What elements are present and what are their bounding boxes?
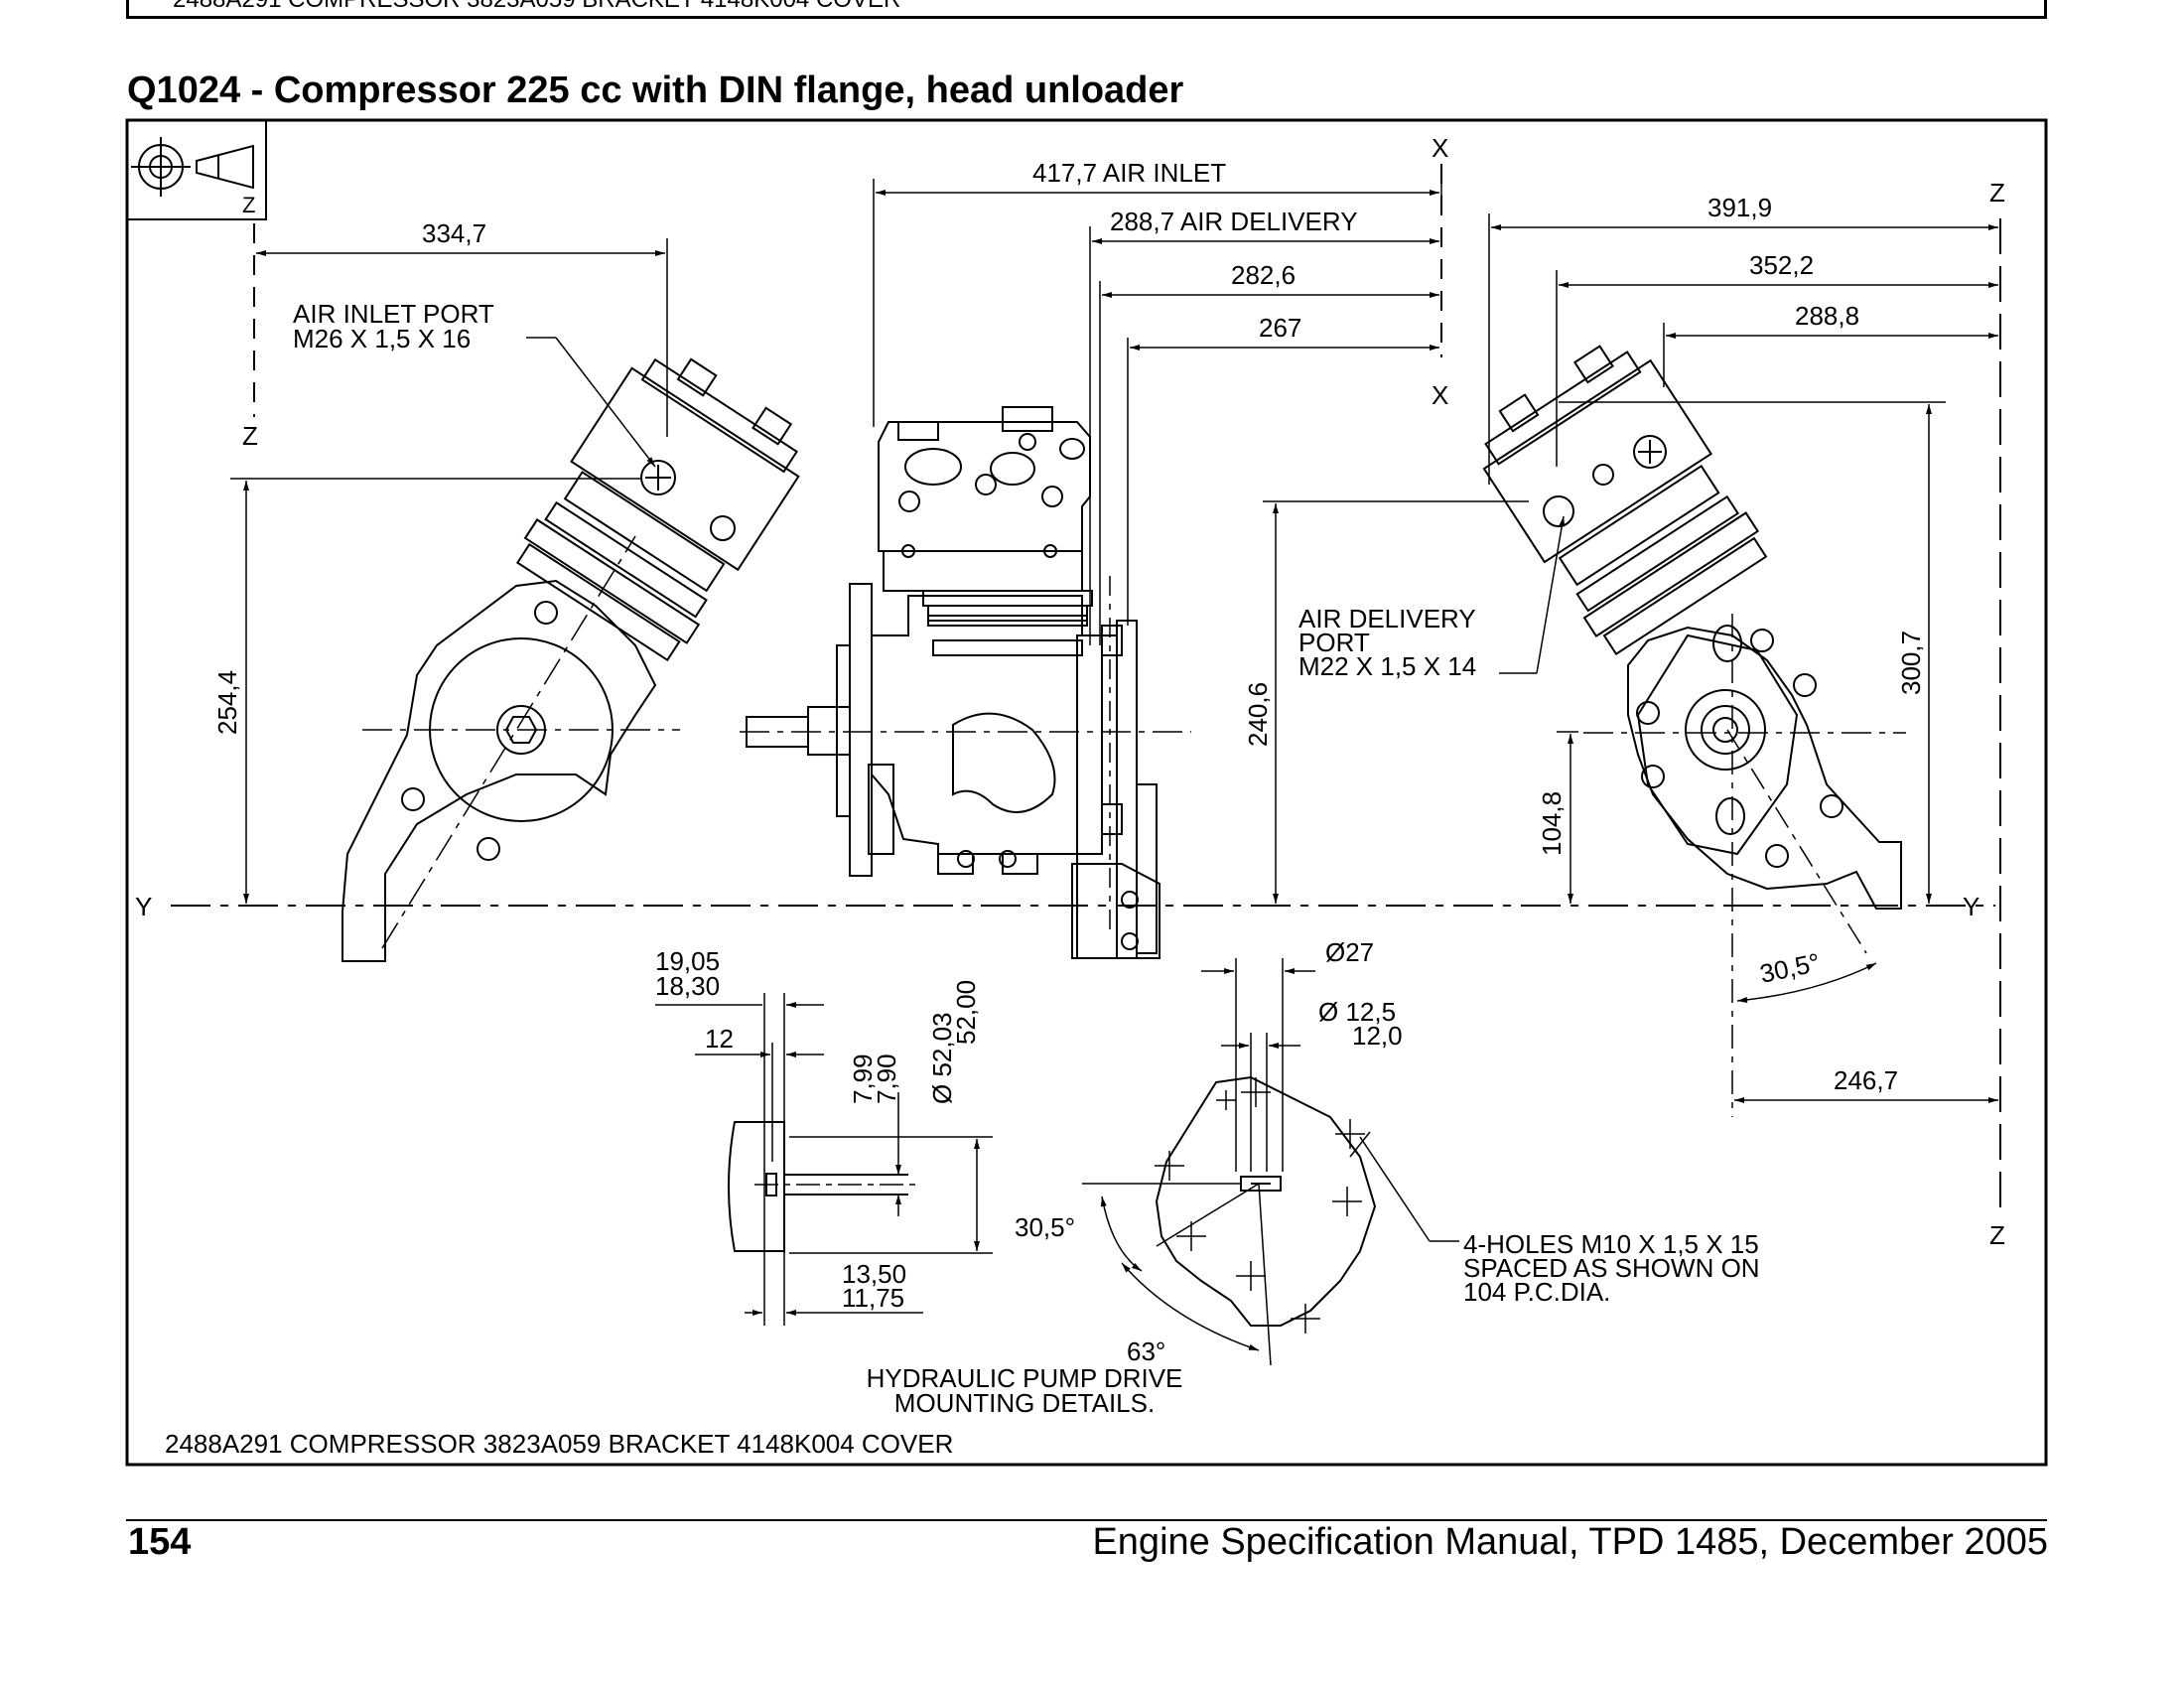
dim-104-8: 104,8	[1537, 791, 1567, 856]
footer-rule	[126, 1519, 2047, 1521]
dimension-lines-right	[1263, 213, 1998, 1103]
dim-7-99: 7,99	[848, 1054, 878, 1104]
axis-y-right: Y	[1963, 892, 1979, 921]
axis-z-left: Z	[242, 421, 258, 451]
dim-13-50: 13,50	[842, 1259, 906, 1289]
air-inlet-port-line1: AIR INLET PORT	[293, 299, 494, 329]
dim-diameter-12-5: Ø 12,5	[1318, 997, 1396, 1027]
dim-18-30: 18,30	[655, 971, 720, 1001]
previous-figure-frame: 2488A291 COMPRESSOR 3823A059 BRACKET 414…	[126, 0, 2047, 19]
dim-254-4: 254,4	[212, 670, 242, 735]
air-delivery-port-line2: PORT	[1298, 628, 1370, 657]
dim-352-2: 352,2	[1749, 250, 1814, 280]
pump-drive-shaft-view	[728, 1121, 908, 1252]
dim-angle-63: 63°	[1127, 1336, 1165, 1366]
dim-12: 12	[705, 1024, 734, 1054]
air-delivery-port-line3: M22 X 1,5 X 14	[1298, 651, 1476, 681]
dim-288-8: 288,8	[1795, 301, 1859, 331]
projection-z-label: Z	[242, 193, 255, 217]
dim-300-7: 300,7	[1896, 631, 1926, 695]
dim-angle-30-5-right: 30,5°	[1757, 947, 1823, 989]
compressor-right-view	[1482, 345, 1902, 910]
pump-drive-caption-line2: MOUNTING DETAILS.	[894, 1388, 1155, 1418]
axis-z-right-top: Z	[1989, 178, 2005, 208]
dim-288-7-air-delivery: 288,7 AIR DELIVERY	[1110, 207, 1358, 236]
dim-11-75: 11,75	[842, 1283, 904, 1313]
dimension-lines-left	[230, 238, 668, 904]
dim-240-6: 240,6	[1243, 682, 1273, 747]
dim-7-90: 7,90	[872, 1054, 901, 1104]
projection-symbol-icon	[126, 119, 267, 220]
axis-z-right-bottom: Z	[1989, 1220, 2005, 1250]
dim-282-6: 282,6	[1231, 260, 1296, 290]
axis-x-top: X	[1432, 133, 1448, 163]
axis-y-left: Y	[135, 892, 152, 921]
dimension-lines-pump-flange	[1082, 958, 1459, 1366]
holes-note-line3: 104 P.C.DIA.	[1463, 1277, 1610, 1307]
holes-note-line1: 4-HOLES M10 X 1,5 X 15	[1463, 1229, 1759, 1259]
dim-19-05: 19,05	[655, 946, 720, 976]
pump-drive-caption-line1: HYDRAULIC PUMP DRIVE	[867, 1363, 1183, 1393]
dim-267: 267	[1259, 313, 1301, 343]
axis-x-bottom: X	[1432, 380, 1448, 410]
dim-diameter-27: Ø27	[1325, 937, 1374, 967]
drawing-frame	[125, 118, 2048, 1467]
dim-52-03: Ø 52,03	[927, 1012, 957, 1104]
air-delivery-port-line1: AIR DELIVERY	[1298, 604, 1476, 633]
figure-heading: Q1024 - Compressor 225 cc with DIN flang…	[127, 70, 1184, 111]
dim-52-00: 52,00	[951, 980, 981, 1045]
compressor-front-view	[746, 406, 1160, 959]
dim-417-7-air-inlet: 417,7 AIR INLET	[1032, 158, 1226, 188]
air-inlet-port-line2: M26 X 1,5 X 16	[293, 324, 471, 353]
previous-parts-list: 2488A291 COMPRESSOR 3823A059 BRACKET 414…	[173, 0, 900, 14]
compressor-left-view	[341, 357, 800, 962]
dim-391-9: 391,9	[1707, 193, 1772, 222]
holes-note-line2: SPACED AS SHOWN ON	[1463, 1253, 1760, 1283]
dimension-lines-center	[873, 179, 1442, 645]
dimension-lines-pump-shaft	[655, 993, 993, 1326]
dim-334-7: 334,7	[422, 218, 486, 248]
dim-246-7: 246,7	[1834, 1065, 1898, 1095]
parts-list: 2488A291 COMPRESSOR 3823A059 BRACKET 414…	[165, 1429, 953, 1459]
page-number: 154	[128, 1521, 192, 1563]
dim-12-0: 12,0	[1352, 1021, 1403, 1051]
manual-title: Engine Specification Manual, TPD 1485, D…	[1092, 1521, 2048, 1563]
dim-angle-30-5-left: 30,5°	[1015, 1212, 1075, 1242]
